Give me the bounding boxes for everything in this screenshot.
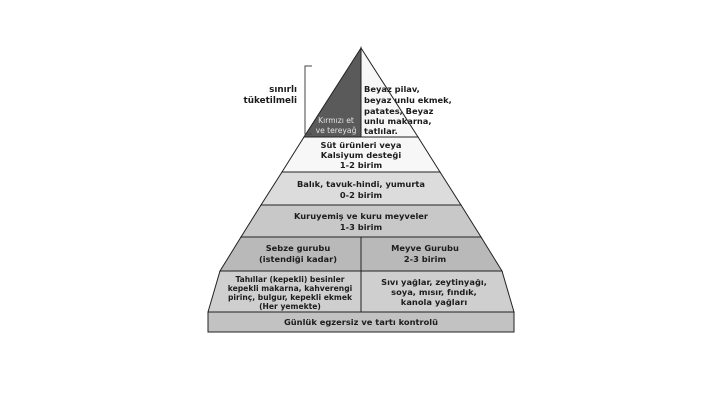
apex-right-line3: patates, Beyaz (364, 106, 434, 116)
vegetable-line1: Sebze gurubu (266, 243, 331, 253)
apex-right-line1: Beyaz pilav, (364, 84, 420, 94)
fruit-line2: 2-3 birim (404, 254, 446, 264)
protein-line1: Balık, tavuk-hindi, yumurta (297, 179, 425, 189)
apex-left-line1: Kırmızı et (318, 116, 354, 125)
limit-bracket (304, 65, 312, 135)
side-note-line1: sınırlı (269, 85, 297, 95)
grain-line1: Tahıllar (kepekli) besinler (235, 275, 344, 284)
side-note-line2: tüketilmeli (244, 96, 297, 106)
dairy-line2: Kalsiyum desteği (321, 150, 402, 160)
grain-line4: (Her yemekte) (259, 302, 321, 311)
apex-right-line5: tatlılar. (364, 126, 398, 136)
base-label: Günlük egzersiz ve tartı kontrolü (284, 317, 438, 327)
grain-line2: kepekli makarna, kahverengi (228, 284, 353, 293)
nuts-tier (240, 204, 482, 238)
grain-line3: pirinç, bulgur, kepekli ekmek (228, 293, 353, 302)
oil-line3: kanola yağları (401, 297, 468, 307)
apex-left-line2: ve tereyağ (316, 126, 357, 135)
oil-line1: Sıvı yağlar, zeytinyağı, (381, 277, 487, 287)
dairy-line1: Süt ürünleri veya (321, 140, 402, 150)
protein-line2: 0-2 birim (340, 190, 382, 200)
apex-right-line2: beyaz unlu ekmek, (364, 95, 452, 105)
nuts-line2: 1-3 birim (340, 222, 382, 232)
apex-right-line4: unlu makarna, (364, 116, 432, 126)
nuts-line1: Kuruyemiş ve kuru meyveler (294, 211, 429, 221)
dairy-line3: 1-2 birim (340, 160, 382, 170)
oil-line2: soya, mısır, fındık, (391, 287, 477, 297)
fruit-line1: Meyve Gurubu (391, 243, 459, 253)
vegetable-line2: (istendiği kadar) (259, 254, 337, 264)
exercise-base-tier (207, 311, 515, 333)
